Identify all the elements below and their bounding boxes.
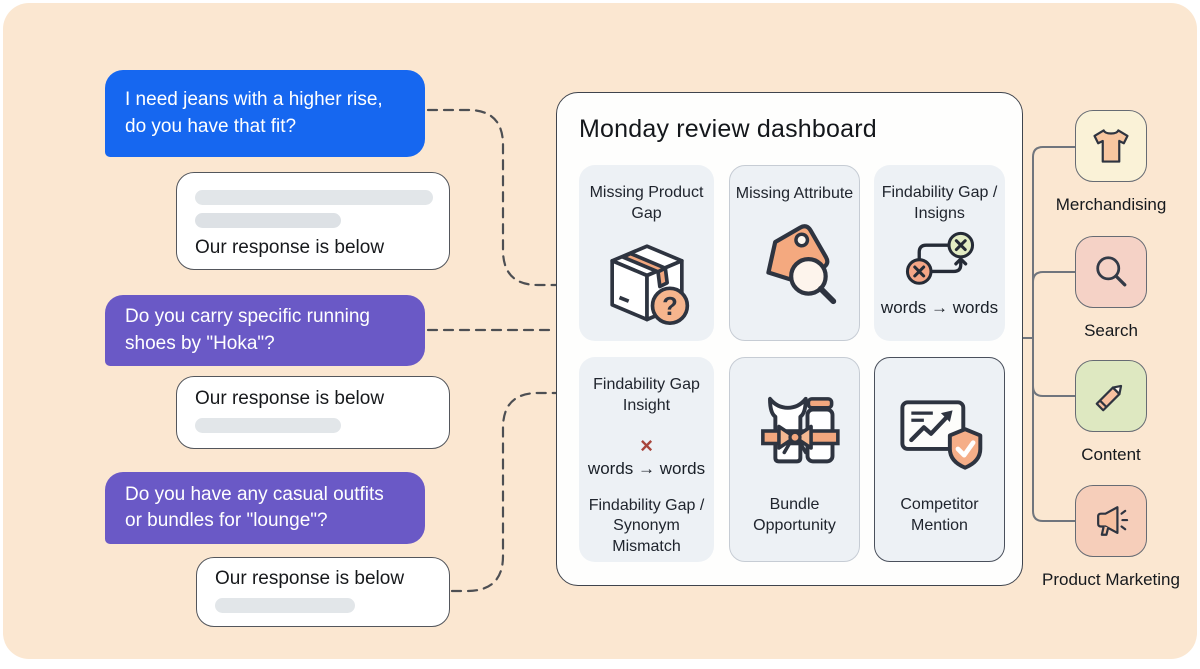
tag-magnifier-icon [765, 223, 836, 304]
chat-question-jeans-text: I need jeans with a higher rise, do you … [125, 89, 383, 137]
category-product-marketing: Product Marketing [1039, 485, 1183, 590]
tile-title: Competitor Mention [900, 496, 979, 534]
chat-question-hoka: Do you carry specific running shoes by "… [105, 295, 425, 366]
words-mapping-label: words → words [587, 458, 706, 478]
chat-question-lounge: Do you have any casual outfits or bundle… [105, 472, 425, 544]
tile-title: Missing Product Gap [589, 184, 704, 222]
merchandising-icon-box [1075, 110, 1147, 182]
tile-bundle-opportunity: Bundle Opportunity [729, 357, 860, 562]
tree-branch-search [1032, 271, 1076, 339]
chat-question-hoka-text: Do you carry specific running shoes by "… [125, 306, 370, 354]
category-content: Content [1039, 360, 1183, 465]
skeleton-bar [215, 598, 355, 613]
swap-x-icon [905, 231, 974, 285]
tile-findability-gap-insight: Findability Gap Insight × words → words … [579, 357, 714, 562]
content-icon-box [1075, 360, 1147, 432]
chat-response-card-1: Our response is below [176, 172, 450, 270]
chart-shield-icon [899, 400, 982, 470]
tile-title: Bundle Opportunity [753, 496, 836, 534]
tile-competitor-mention: Competitor Mention [874, 357, 1005, 562]
chat-response-card-2: Our response is below [176, 376, 450, 449]
mismatch-x-mark: × [640, 432, 653, 458]
chat-question-lounge-text: Do you have any casual outfits or bundle… [125, 483, 384, 531]
tree-branch-product-marketing [1032, 337, 1076, 522]
tile-subtitle: Findability Gap / Synonym Mismatch [588, 496, 705, 556]
category-label: Merchandising [1055, 195, 1167, 214]
chat-question-jeans: I need jeans with a higher rise, do you … [105, 70, 425, 157]
box-question-icon: ? [609, 243, 689, 325]
product-marketing-icon-box [1075, 485, 1147, 557]
tile-title: Findability Gap Insight [593, 376, 700, 414]
tile-findability-gap-insigns: Findability Gap / Insigns words → words [874, 165, 1005, 341]
pencil-icon [1095, 384, 1123, 412]
skeleton-bar [195, 190, 433, 205]
chat-response-card-3: Our response is below [196, 557, 450, 627]
tile-title: Missing Attribute [735, 185, 854, 202]
category-label: Content [1081, 445, 1141, 464]
words-mapping-label: words → words [880, 297, 999, 317]
tshirt-icon [1093, 129, 1129, 163]
category-label: Product Marketing [1042, 570, 1180, 589]
tree-branch-merchandising [1032, 146, 1076, 339]
skeleton-bar [195, 213, 341, 228]
svg-text:?: ? [662, 293, 678, 321]
dashed-connector-r3 [450, 391, 558, 593]
skeleton-bar [195, 418, 341, 433]
category-search: Search [1039, 236, 1183, 341]
tile-missing-product-gap: Missing Product Gap ? [579, 165, 714, 341]
tile-title: Findability Gap / Insigns [881, 184, 998, 222]
tile-missing-attribute: Missing Attribute [729, 165, 860, 341]
monday-review-dashboard: Monday review dashboard Missing Product … [556, 92, 1023, 586]
bundle-icon [760, 396, 840, 464]
search-icon-box [1075, 236, 1147, 308]
response-text: Our response is below [195, 388, 385, 409]
response-text: Our response is below [215, 568, 405, 589]
response-text: Our response is below [195, 237, 385, 258]
megaphone-icon [1097, 506, 1129, 536]
category-label: Search [1084, 321, 1138, 340]
category-merchandising: Merchandising [1039, 110, 1183, 215]
dashboard-title: Monday review dashboard [579, 115, 877, 143]
magnifier-icon [1096, 256, 1127, 287]
dashed-connector-q1 [426, 108, 558, 287]
